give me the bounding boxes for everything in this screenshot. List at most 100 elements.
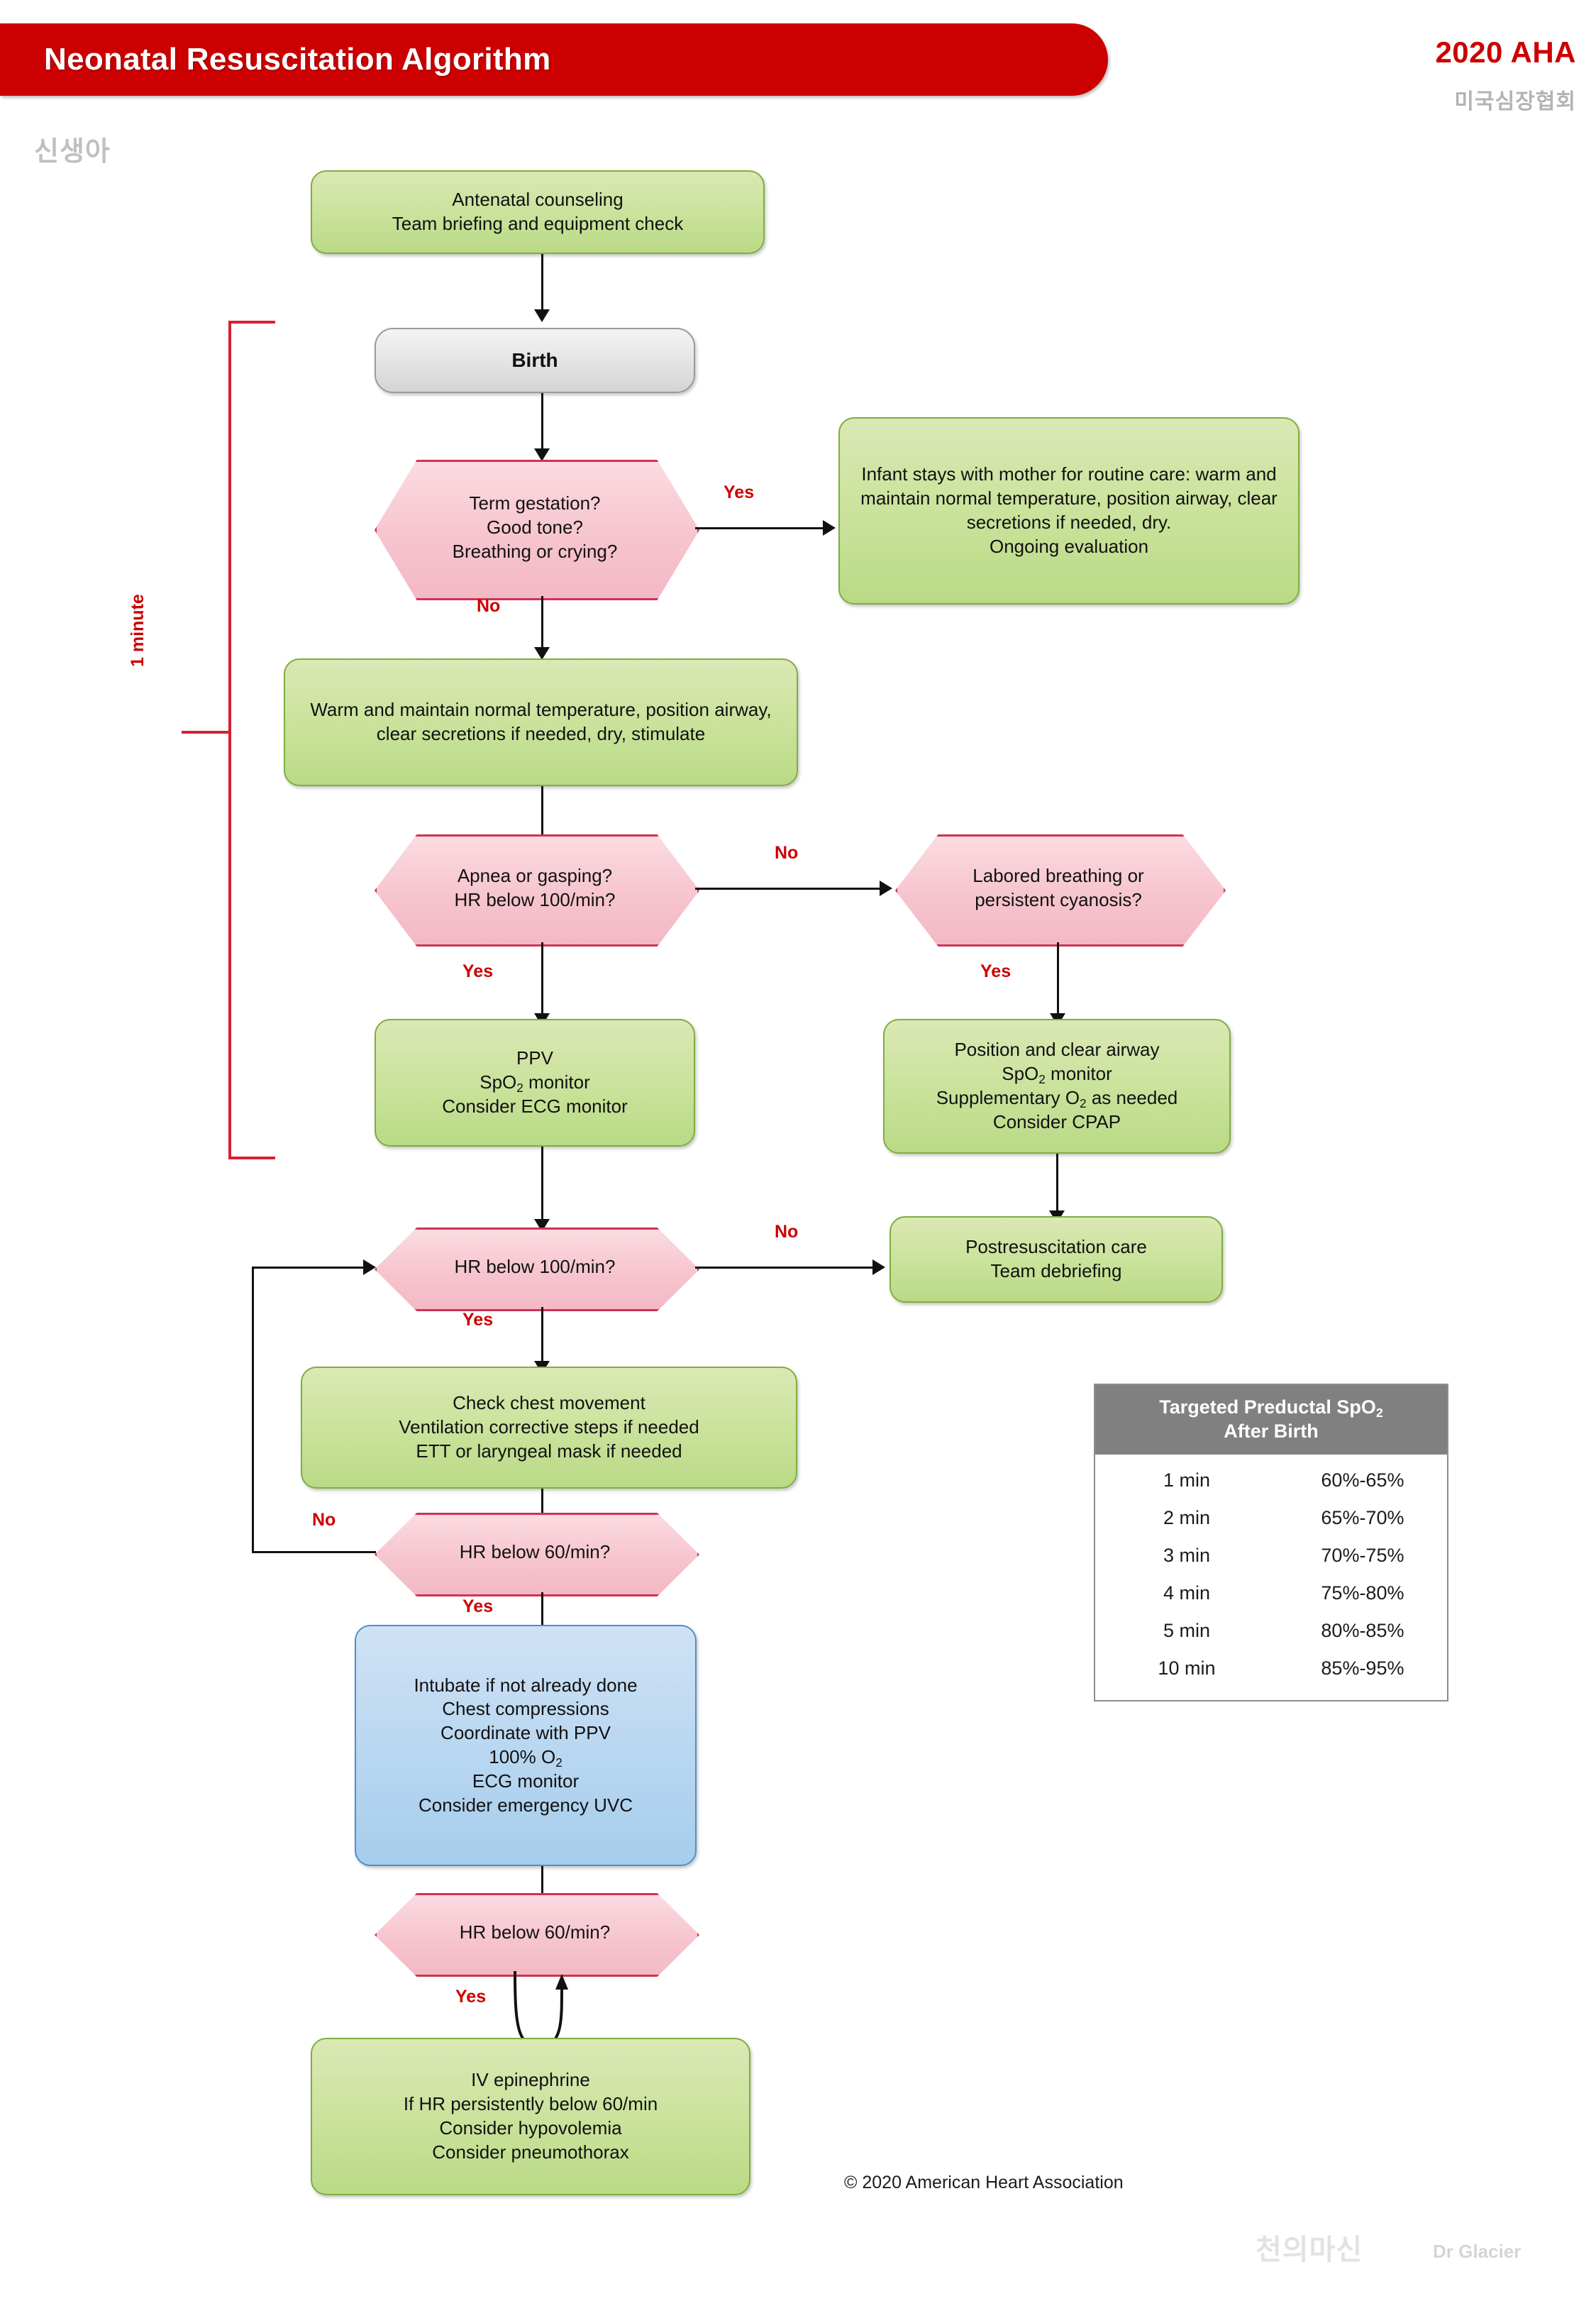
decision-hr-below-60-first-shape <box>375 1513 699 1596</box>
edge-ppv-to-hr100 <box>541 1147 543 1219</box>
node-ppv-line-2: SpO2 monitor <box>480 1071 590 1095</box>
edge-label-hr100-no: No <box>775 1222 799 1242</box>
edge-hr60a-no-arrowhead <box>363 1259 376 1275</box>
node-intubate-line-6: Consider emergency UVC <box>418 1794 633 1816</box>
decision-hr-below-60-first-text: HR below 60/min? <box>459 1541 611 1563</box>
spo2-time-cell: 2 min <box>1163 1507 1210 1529</box>
node-position-o2-subscript: 2 <box>1080 1096 1087 1111</box>
spo2-range-cell: 65%-70% <box>1321 1507 1404 1529</box>
node-ppv-spo2-subscript: 2 <box>516 1081 523 1096</box>
spo2-time-cell: 4 min <box>1163 1582 1210 1604</box>
edge-hr100-no <box>695 1267 872 1269</box>
node-intubate-line-4: 100% O2 <box>489 1745 563 1770</box>
node-ppv-spo2-label: SpO <box>480 1071 517 1093</box>
node-check-chest-movement: Check chest movement Ventilation correct… <box>301 1367 797 1489</box>
edge-term-yes-arrowhead <box>823 520 836 536</box>
decision-labored-breathing-shape <box>895 834 1226 947</box>
edge-hr60a-no-segment-left <box>252 1551 376 1553</box>
node-position-spo2-subscript: 2 <box>1038 1072 1046 1087</box>
node-intubate-o2-subscript: 2 <box>555 1755 563 1770</box>
node-iv-epinephrine-text: IV epinephrine If HR persistently below … <box>403 2069 658 2163</box>
node-ppv-monitor-label: monitor <box>523 1071 590 1093</box>
decision-apnea-gasping: Apnea or gasping? HR below 100/min? <box>375 834 699 947</box>
table-row: 4 min 75%-80% <box>1095 1574 1447 1612</box>
edge-label-hr60a-yes: Yes <box>462 1596 494 1616</box>
node-ppv: PPV SpO2 monitor Consider ECG monitor <box>375 1019 695 1147</box>
edge-antenatal-to-birth-arrowhead <box>534 309 550 322</box>
aha-korean-label: 미국심장협회 <box>1454 90 1576 114</box>
edge-position-to-postresus <box>1056 1154 1058 1210</box>
table-row: 10 min 85%-95% <box>1095 1650 1447 1687</box>
header-banner <box>0 23 1108 96</box>
edge-label-hr60a-no: No <box>312 1510 336 1530</box>
edge-antenatal-to-birth <box>541 254 543 309</box>
edge-hr60a-no-segment-vertical <box>252 1267 254 1553</box>
node-antenatal-counseling: Antenatal counseling Team briefing and e… <box>311 170 765 254</box>
spo2-range-cell: 60%-65% <box>1321 1469 1404 1491</box>
node-position-spo2-label: SpO <box>1002 1063 1039 1085</box>
node-intubate-line-3: Coordinate with PPV <box>440 1722 611 1744</box>
node-position-line-1: Position and clear airway <box>954 1039 1160 1061</box>
edge-apnea-yes <box>541 942 543 1013</box>
node-warm-maintain: Warm and maintain normal temperature, po… <box>284 658 798 786</box>
decision-term-gestation-text: Term gestation? Good tone? Breathing or … <box>452 492 618 562</box>
spo2-time-cell: 10 min <box>1158 1657 1216 1679</box>
node-postresuscitation-care: Postresuscitation care Team debriefing <box>890 1216 1223 1303</box>
edge-label-hr60b-yes: Yes <box>455 1987 487 2007</box>
edge-hr100-yes <box>541 1307 543 1361</box>
edge-birth-to-term <box>541 393 543 448</box>
decision-hr-below-60-first: HR below 60/min? <box>375 1513 699 1596</box>
node-birth-text: Birth <box>511 348 558 371</box>
node-ppv-line-3: Consider ECG monitor <box>442 1095 628 1117</box>
node-intubate-line-2: Chest compressions <box>442 1698 609 1720</box>
timing-bracket-tick <box>182 731 231 734</box>
spo2-time-cell: 3 min <box>1163 1545 1210 1567</box>
timing-bracket-vertical <box>228 321 231 1159</box>
subject-korean-label: 신생아 <box>34 137 111 167</box>
decision-apnea-gasping-shape <box>375 834 699 947</box>
decision-hr-below-100-shape <box>375 1228 699 1311</box>
edge-labored-yes <box>1057 942 1059 1013</box>
edge-label-labored-yes: Yes <box>980 961 1012 981</box>
decision-term-gestation: Term gestation? Good tone? Breathing or … <box>375 460 699 600</box>
spo2-target-table: Targeted Preductal SpO2 After Birth 1 mi… <box>1094 1384 1448 1702</box>
edge-label-term-no: No <box>477 596 501 616</box>
copyright-notice: © 2020 American Heart Association <box>844 2173 1124 2192</box>
spo2-range-cell: 75%-80% <box>1321 1582 1404 1604</box>
page-title: Neonatal Resuscitation Algorithm <box>44 42 551 77</box>
spo2-range-cell: 85%-95% <box>1321 1657 1404 1679</box>
node-position-line-4: Consider CPAP <box>992 1110 1121 1132</box>
timing-bracket-top <box>228 321 275 324</box>
spo2-range-cell: 70%-75% <box>1321 1545 1404 1567</box>
node-birth: Birth <box>375 328 695 393</box>
spo2-table-title-subscript: 2 <box>1375 1406 1383 1420</box>
node-postresuscitation-care-text: Postresuscitation care Team debriefing <box>965 1236 1147 1281</box>
edge-birth-to-term-arrowhead <box>534 448 550 461</box>
edge-label-term-yes: Yes <box>724 482 755 502</box>
edge-term-yes <box>695 527 823 529</box>
node-position-clear-airway: Position and clear airway SpO2 monitor S… <box>883 1019 1231 1154</box>
node-intubate-line-5: ECG monitor <box>472 1770 580 1792</box>
edge-label-apnea-yes: Yes <box>462 961 494 981</box>
spo2-time-cell: 5 min <box>1163 1620 1210 1642</box>
node-infant-stays-with-mother: Infant stays with mother for routine car… <box>838 417 1299 605</box>
edge-hr60a-yes <box>541 1592 543 1649</box>
table-row: 3 min 70%-75% <box>1095 1537 1447 1574</box>
decision-labored-breathing: Labored breathing or persistent cyanosis… <box>895 834 1226 947</box>
timing-bracket-label: 1 minute <box>128 594 148 667</box>
edge-apnea-no <box>695 888 880 890</box>
node-intubate-line-1: Intubate if not already done <box>414 1674 638 1696</box>
watermark-korean: 천의마신 <box>1256 2234 1363 2266</box>
edge-apnea-no-arrowhead <box>880 881 892 896</box>
edge-intubate-to-hr60b <box>541 1866 543 1914</box>
aha-year-logo: 2020 AHA <box>1435 35 1576 69</box>
decision-hr-below-60-second: HR below 60/min? <box>375 1893 699 1977</box>
node-position-monitor-label: monitor <box>1045 1063 1112 1085</box>
edge-hr100-no-arrowhead <box>872 1259 885 1275</box>
decision-hr-below-100-text: HR below 100/min? <box>454 1256 616 1278</box>
decision-hr-below-60-second-text: HR below 60/min? <box>459 1921 611 1943</box>
edge-hr60a-no-segment-top <box>252 1267 365 1269</box>
edge-warm-to-apnea <box>541 786 543 844</box>
